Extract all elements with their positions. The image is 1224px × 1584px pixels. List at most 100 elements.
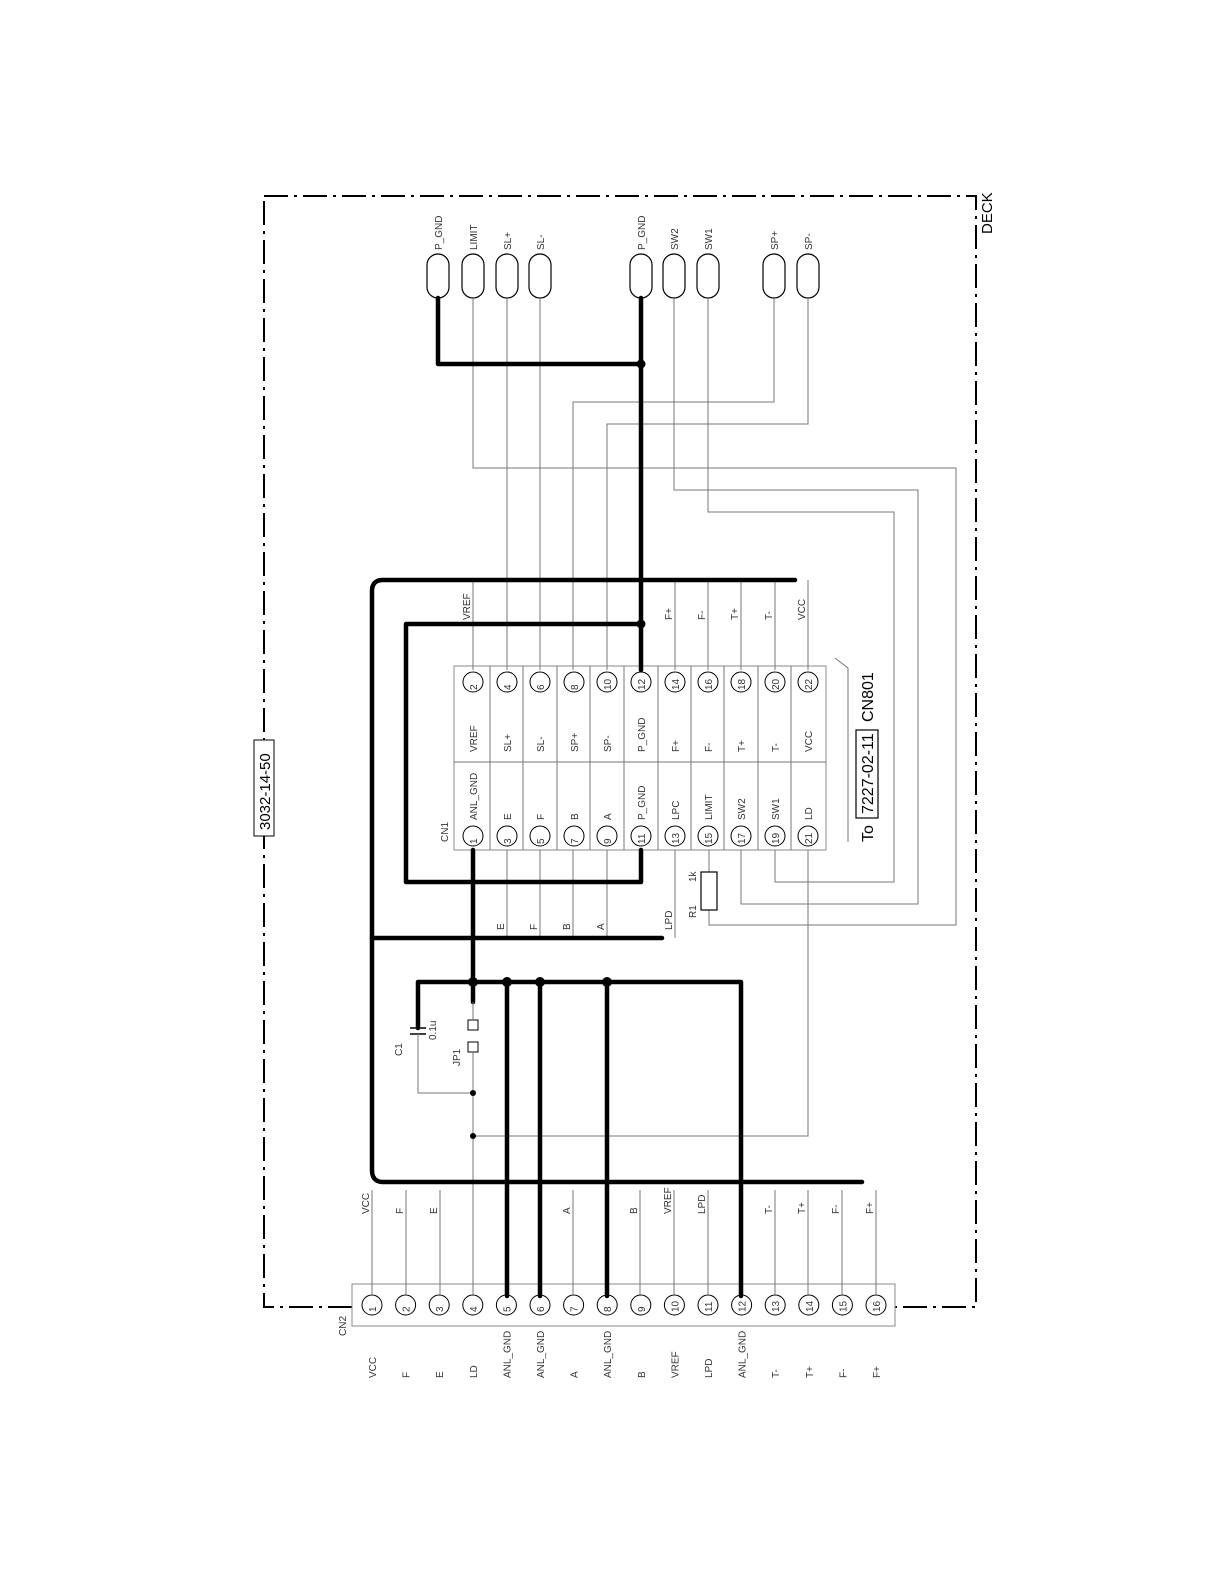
wire-label: F+ <box>865 1202 876 1214</box>
cn1-pin-number: 3 <box>503 838 514 844</box>
cn1-pin-number: 15 <box>704 832 715 844</box>
cn1-pin-signal: SW1 <box>771 798 782 820</box>
cn1-pin-number: 19 <box>771 832 782 844</box>
deck-pin-label: SW2 <box>670 228 681 250</box>
wire-label: T- <box>764 611 775 620</box>
r1-value: 1k <box>688 870 699 882</box>
cn1-pin-signal: SL+ <box>503 734 514 752</box>
wire-label: LPD <box>697 1195 708 1214</box>
cn2-pin-signal: ANL_GND <box>536 1331 547 1378</box>
wire-label: T+ <box>797 1202 808 1214</box>
cn1-pin-signal: F- <box>704 743 715 752</box>
cn1-pin-circle <box>529 671 551 693</box>
cn1-pin-signal: ANL_GND <box>469 773 480 820</box>
deck-pin-label: LIMIT <box>469 224 480 250</box>
deck-pin-label: SW1 <box>704 228 715 250</box>
cn1-pin-circle <box>563 671 585 693</box>
cn2-pin-signal: F <box>402 1372 413 1378</box>
to-label: To <box>860 825 877 842</box>
cn2-pin-signal: LPD <box>704 1359 715 1378</box>
c1-ref: C1 <box>394 1043 405 1056</box>
cn1-pin-number: 16 <box>704 678 715 690</box>
cn1-pin-circle <box>630 825 652 847</box>
cn2-pin-number: 1 <box>368 1306 379 1312</box>
cn1-pin-signal: B <box>570 813 581 820</box>
wire-label: VREF <box>462 593 473 620</box>
cn1-pin-circle <box>596 671 618 693</box>
cn1-pin-circle <box>664 825 686 847</box>
cn2-pin-number: 13 <box>771 1300 782 1312</box>
deck-pin-label: SP+ <box>770 231 781 250</box>
cn2-pin-signal: T+ <box>805 1366 816 1378</box>
deck-frame <box>263 195 977 1308</box>
cn1-pin-circle <box>496 671 518 693</box>
cn1-pin-signal: LIMIT <box>704 794 715 820</box>
cn2-pin-signal: A <box>570 1371 581 1378</box>
cn2-pin-signal: ANL_GND <box>738 1331 749 1378</box>
cn1-pin-number: 21 <box>804 832 815 844</box>
cn2-pin-number: 7 <box>570 1306 581 1312</box>
cn1-pin-number: 7 <box>570 838 581 844</box>
jp1-ref: JP1 <box>452 1048 463 1066</box>
cn1-pin-signal: T- <box>771 743 782 752</box>
thin-wires <box>371 298 957 1296</box>
cn1-pin-signal: LD <box>804 807 815 820</box>
junction-dots <box>468 359 646 1139</box>
cn1-pin-signal: E <box>503 813 514 820</box>
cn1-pin-signal: F+ <box>671 740 682 752</box>
cn2-pin-number: 9 <box>637 1306 648 1312</box>
cn1-pin-number: 8 <box>570 684 581 690</box>
wire-label: F <box>395 1208 406 1214</box>
cn1-body <box>453 665 827 851</box>
cn1-pin-circle <box>596 825 618 847</box>
cn1-pin-number: 4 <box>503 684 514 690</box>
cn1-pin-signal: VCC <box>804 731 815 752</box>
cn2-name: CN2 <box>338 1316 349 1336</box>
deck-pin <box>796 253 820 299</box>
wire-label: VREF <box>663 1187 674 1214</box>
cn1-pin-signal: SL- <box>536 736 547 752</box>
cn1-pin-number: 12 <box>637 678 648 690</box>
part-number-box <box>855 729 879 819</box>
capacitor-c1 <box>410 1027 426 1050</box>
deck-pin <box>662 253 686 299</box>
cn1-pin-signal: SP- <box>603 735 614 752</box>
cn2-pin-number: 12 <box>738 1300 749 1312</box>
cn1-pin-number: 14 <box>671 678 682 690</box>
cn1-pin-signal: P_GND <box>637 786 648 820</box>
cn1-pin-number: 13 <box>671 832 682 844</box>
cn1-pin-circle <box>797 825 819 847</box>
drawing-number-box <box>253 739 275 837</box>
cn2-pin-signal: T- <box>771 1369 782 1378</box>
wire-label: B <box>629 1207 640 1214</box>
cn2-pin-number: 4 <box>469 1306 480 1312</box>
cn1-pin-circle <box>462 825 484 847</box>
wire-label: F- <box>697 611 708 620</box>
cn2-pin-circle <box>630 1294 652 1316</box>
cn2-pin-signal: F- <box>838 1369 849 1378</box>
cn1-pin-circle <box>764 671 786 693</box>
resistor-r1 <box>700 871 718 911</box>
ground-buses <box>369 295 865 1299</box>
cn2-pin-number: 2 <box>402 1306 413 1312</box>
deck-pin <box>762 253 786 299</box>
cn1-pin-number: 18 <box>737 678 748 690</box>
deck-pin-label: SL+ <box>503 232 514 250</box>
deck-pin <box>461 253 485 299</box>
cn1-pin-circle <box>462 671 484 693</box>
cn2-pin-number: 5 <box>502 1306 513 1312</box>
deck-pin <box>629 253 653 299</box>
cn2-pin-signal: F+ <box>872 1366 883 1378</box>
wire-label: A <box>596 923 607 930</box>
cn1-pin-signal: A <box>603 813 614 820</box>
part-number: 7227-02-11 <box>860 733 877 814</box>
deck-pin <box>495 253 519 299</box>
cn2-pin-number: 8 <box>603 1306 614 1312</box>
cn1-pin-number: 1 <box>469 838 480 844</box>
cn1-pin-number: 9 <box>603 838 614 844</box>
cn1-pin-circle <box>730 825 752 847</box>
